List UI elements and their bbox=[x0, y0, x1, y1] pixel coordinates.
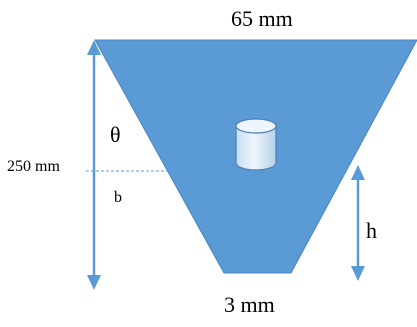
top-width-label: 65 mm bbox=[231, 6, 293, 31]
level-label: h bbox=[366, 218, 377, 243]
level-arrow-head-top bbox=[351, 165, 365, 180]
height-arrow-head-bottom bbox=[87, 275, 101, 290]
level-arrow-head-bottom bbox=[351, 266, 365, 281]
level-arrow bbox=[351, 165, 365, 281]
base-segment-label: b bbox=[114, 189, 122, 206]
height-arrow-head-top bbox=[87, 40, 101, 55]
angle-label: θ bbox=[110, 122, 121, 147]
cylinder-icon bbox=[235, 118, 277, 171]
height-label: 250 mm bbox=[7, 158, 60, 175]
bottom-width-label: 3 mm bbox=[224, 292, 275, 317]
height-arrow bbox=[87, 40, 101, 290]
